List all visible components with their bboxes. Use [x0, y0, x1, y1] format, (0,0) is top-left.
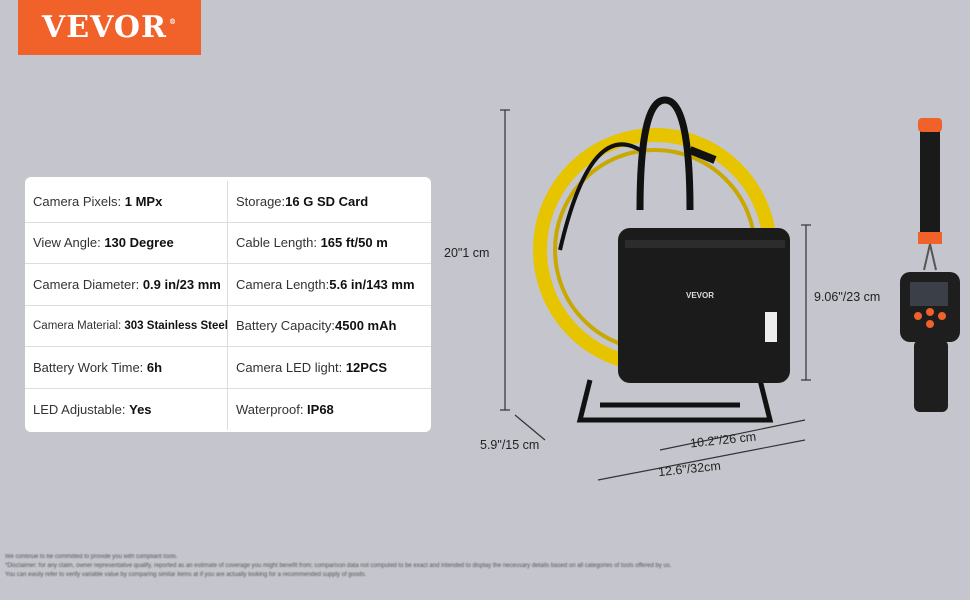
logo-text: VEVOR: [42, 10, 167, 45]
spec-label: Cable Length:: [236, 235, 321, 251]
spec-label: LED Adjustable:: [33, 401, 130, 417]
spec-cell: Waterproof: IP68: [228, 402, 431, 417]
spec-label: Camera Material:: [33, 319, 125, 332]
case-height-dimension: 9.06"/23 cm: [814, 290, 881, 304]
dimension-lines: [500, 109, 811, 481]
spec-cell: Camera Diameter: 0.9 in/23 mm: [25, 264, 228, 305]
spec-label: View Angle:: [33, 235, 105, 251]
spec-cell: Camera Pixels: 1 MPx: [25, 181, 228, 222]
handheld-monitor: [900, 118, 960, 412]
spec-value: Yes: [129, 401, 152, 417]
spec-value: 0.9 in/23 mm: [142, 276, 221, 292]
spec-value: 303 Stainless Steel: [124, 319, 228, 332]
disclaimer: We continue to be committed to provide y…: [5, 553, 671, 580]
height-dimension: 20"1 cm: [444, 246, 490, 260]
spec-cell: Camera Material: 303 Stainless Steel: [25, 305, 228, 346]
spec-cell: Storage:16 G SD Card: [228, 194, 431, 209]
disclaimer-line: You can easily refer to verify variable …: [5, 572, 367, 578]
spec-value: 1 MPx: [124, 193, 163, 209]
spec-value: 12PCS: [345, 359, 388, 375]
svg-text:VEVOR: VEVOR: [686, 291, 714, 300]
spec-cell: View Angle: 130 Degree: [25, 222, 228, 263]
spec-label: Camera LED light:: [236, 359, 346, 375]
spec-value: 4500 mAh: [335, 318, 397, 334]
spec-cell: Battery Work Time: 6h: [25, 347, 228, 388]
spec-cell: LED Adjustable: Yes: [25, 388, 228, 430]
spec-cell: Camera LED light: 12PCS: [228, 360, 431, 375]
disclaimer-line: *Disclaimer: for any claim, owner repres…: [5, 563, 672, 569]
vevor-logo: VEVOR®: [18, 0, 201, 55]
spec-value: 16 G SD Card: [285, 193, 369, 209]
registered-mark: ®: [168, 17, 177, 26]
spec-label: Battery Capacity:: [236, 318, 335, 334]
spec-cell: Cable Length: 165 ft/50 m: [228, 235, 431, 250]
carrying-case: VEVOR: [618, 228, 790, 383]
spec-value: 6h: [146, 359, 163, 375]
spec-label: Battery Work Time:: [33, 359, 147, 375]
spec-label: Camera Length:: [236, 276, 330, 292]
spec-label: Camera Pixels:: [33, 193, 125, 209]
spec-cell: Camera Length:5.6 in/143 mm: [228, 277, 431, 292]
spec-value: 5.6 in/143 mm: [329, 276, 415, 292]
depth-dimension: 5.9"/15 cm: [480, 438, 540, 452]
spec-value: 130 Degree: [104, 235, 174, 251]
spec-cell: Battery Capacity:4500 mAh: [228, 318, 431, 333]
spec-value: 165 ft/50 m: [320, 235, 388, 251]
disclaimer-line: We continue to be committed to provide y…: [5, 554, 178, 560]
spec-label: Camera Diameter:: [33, 276, 143, 292]
spec-value: IP68: [307, 401, 334, 417]
spec-label: Storage:: [236, 193, 286, 209]
spec-label: Waterproof:: [236, 401, 308, 417]
